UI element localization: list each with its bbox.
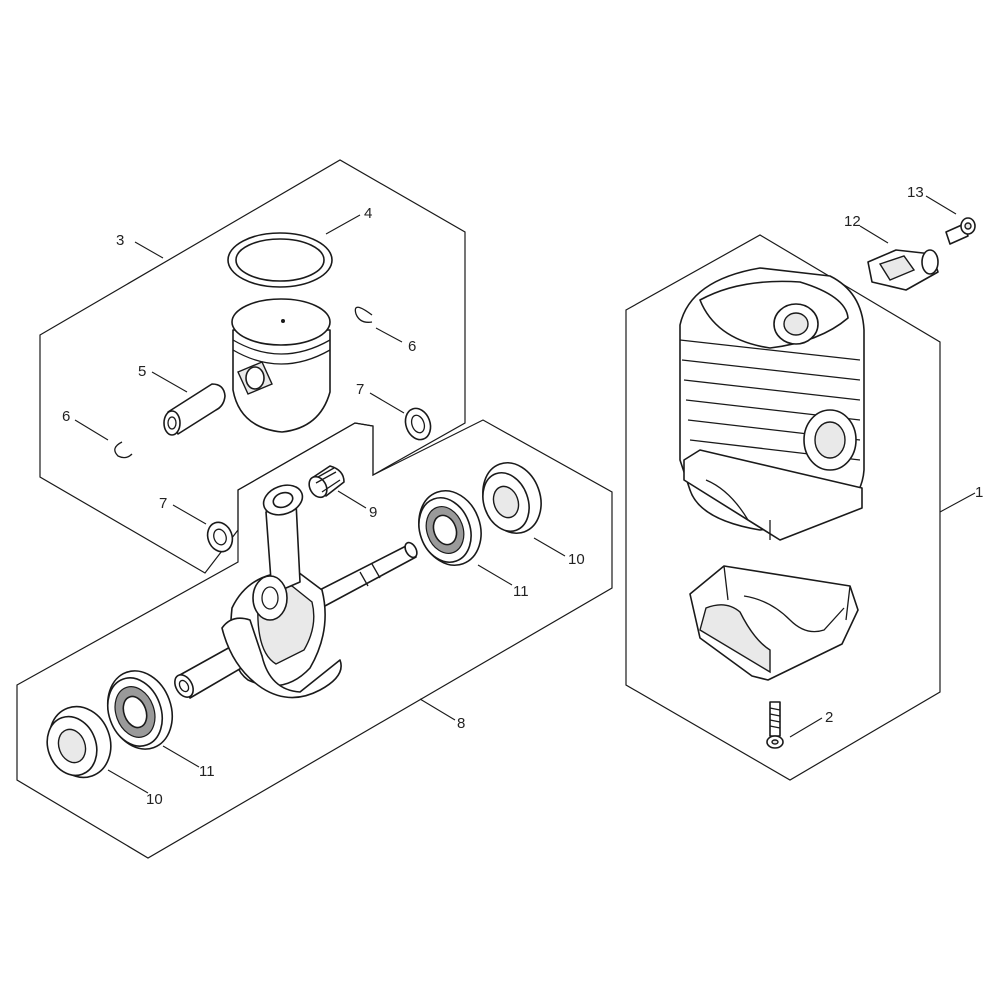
group-frame-crankshaft <box>16 419 613 859</box>
ball-bearing-upper <box>418 490 482 566</box>
circlip-lower <box>114 441 133 459</box>
crankshaft-assembly <box>174 484 418 699</box>
piston-pin <box>163 383 226 436</box>
callout-11-upper: 11 <box>513 583 529 600</box>
callout-11-lower: 11 <box>199 763 215 780</box>
decompression-valve <box>867 249 939 291</box>
callout-3: 3 <box>116 232 124 249</box>
cylinder-screw <box>766 701 784 749</box>
crankcase-half <box>689 565 859 681</box>
callout-10-upper: 10 <box>568 551 585 568</box>
oil-seal-lower <box>46 705 112 779</box>
cylinder <box>679 267 865 541</box>
callout-6-upper: 6 <box>408 338 416 355</box>
callout-5: 5 <box>138 363 146 380</box>
thrust-washer-lower <box>206 521 234 553</box>
group-frame-cylinder <box>625 234 941 781</box>
piston <box>231 298 331 433</box>
callout-13: 13 <box>907 184 924 201</box>
callout-6-lower: 6 <box>62 408 70 425</box>
valve-screw <box>945 217 976 245</box>
callout-4: 4 <box>364 205 372 222</box>
callout-12: 12 <box>844 213 861 230</box>
callout-9: 9 <box>369 504 377 521</box>
callout-7-upper: 7 <box>356 381 364 398</box>
oil-seal-upper <box>482 462 542 534</box>
callout-7-lower: 7 <box>159 495 167 512</box>
circlip-upper <box>354 306 373 323</box>
thrust-washer-upper <box>404 407 432 441</box>
callout-2: 2 <box>825 709 833 726</box>
callout-8: 8 <box>457 715 465 732</box>
callout-1: 1 <box>975 484 983 501</box>
callout-10-lower: 10 <box>146 791 163 808</box>
piston-ring <box>227 232 333 288</box>
needle-bearing <box>308 465 345 499</box>
ball-bearing-lower <box>106 670 173 750</box>
leader-lines <box>74 195 976 794</box>
